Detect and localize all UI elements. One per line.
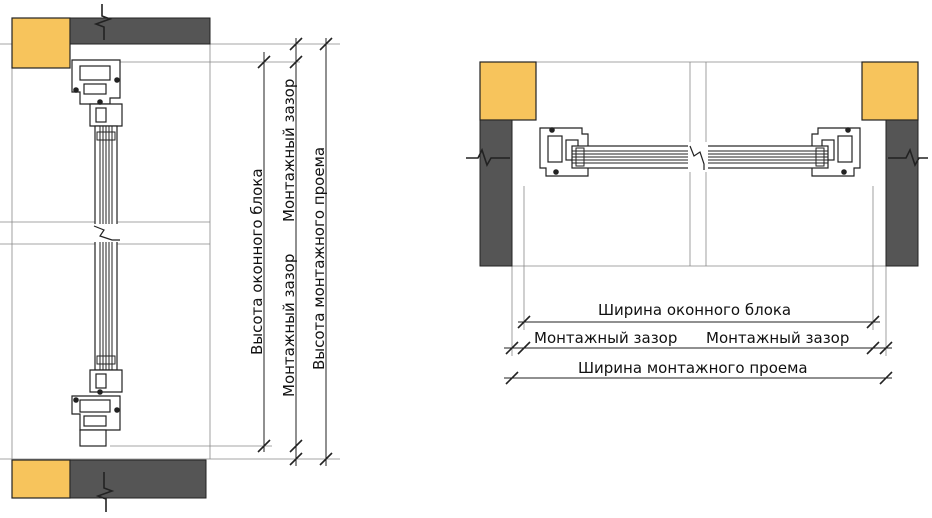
spacer-left [575, 147, 585, 167]
dimension-tick-icon [257, 55, 271, 69]
dimension-tick-icon [289, 37, 303, 51]
dimension-tick-icon [505, 371, 519, 385]
top-frame-chamber-2 [83, 83, 107, 95]
dimension-tick-icon [866, 341, 880, 355]
dimension-tick-icon [289, 452, 303, 466]
dimension-tick-icon [289, 439, 303, 453]
glazing-break-gap [688, 142, 708, 172]
spacer-bottom [96, 355, 116, 365]
spacer-top [96, 131, 116, 141]
vertical-dimensions [257, 37, 333, 466]
glazing-break-gap [90, 224, 124, 242]
sill-support-profile [79, 429, 107, 447]
vertical-guide-lines [0, 43, 340, 460]
bottom-frame-chamber-1 [79, 399, 111, 413]
seal-dot [553, 169, 559, 175]
top-insulation [11, 17, 71, 69]
seal-dot [73, 397, 79, 403]
vertical-glazing-unit [94, 125, 118, 371]
spacer-right [815, 147, 825, 167]
dimension-tick-icon [879, 341, 893, 355]
bottom-sash-chamber [95, 373, 107, 389]
dimension-tick-icon [289, 55, 303, 69]
zigzag-break-icon [95, 472, 115, 512]
zigzag-break-icon [93, 225, 120, 241]
left-insulation [479, 61, 537, 121]
bottom-frame-profile [71, 369, 123, 447]
label-gap-bottom: Монтажный зазор [280, 254, 298, 397]
label-gap-top: Монтажный зазор [280, 79, 298, 222]
seal-dot [114, 77, 120, 83]
left-wall-masonry [479, 119, 513, 267]
dimension-tick-icon [517, 341, 531, 355]
dimension-tick-icon [866, 315, 880, 329]
bottom-wall [11, 459, 207, 499]
bottom-insulation [11, 459, 71, 499]
dimension-tick-icon [517, 315, 531, 329]
seal-dot [97, 389, 103, 395]
bottom-frame-chamber-2 [83, 415, 107, 427]
top-sash-chamber [95, 107, 107, 123]
zigzag-break-icon [466, 147, 510, 167]
left-frame-chamber-1 [547, 135, 563, 163]
label-block-width: Ширина оконного блока [598, 301, 791, 319]
zigzag-break-icon [888, 147, 928, 167]
seal-dot [845, 127, 851, 133]
label-gap-right: Монтажный зазор [706, 329, 849, 347]
dimension-tick-icon [505, 341, 519, 355]
label-opening-width: Ширина монтажного проема [578, 359, 808, 377]
top-frame-profile [71, 59, 123, 127]
top-wall-masonry [69, 17, 211, 45]
bottom-wall-masonry [69, 459, 207, 499]
top-wall [11, 17, 211, 69]
right-insulation [861, 61, 919, 121]
left-wall [479, 61, 537, 267]
right-frame-chamber-1 [837, 135, 853, 163]
label-gap-left: Монтажный зазор [534, 329, 677, 347]
vertical-section: Высота оконного блока Монтажный зазор Мо… [0, 4, 340, 512]
dimension-tick-icon [257, 439, 271, 453]
zigzag-break-icon [93, 4, 113, 40]
dimension-tick-icon [319, 452, 333, 466]
seal-dot [114, 407, 120, 413]
zigzag-break-icon [689, 145, 705, 170]
right-wall [861, 61, 919, 267]
horizontal-section: Ширина оконного блока Монтажный зазор Мо… [466, 61, 928, 385]
seal-dot [73, 87, 79, 93]
label-block-height: Высота оконного блока [248, 168, 266, 355]
seal-dot [549, 127, 555, 133]
dimension-tick-icon [879, 371, 893, 385]
top-frame-chamber-1 [79, 65, 111, 81]
seal-dot [97, 99, 103, 105]
label-opening-height: Высота монтажного проема [310, 147, 328, 370]
dimension-tick-icon [319, 37, 333, 51]
right-wall-masonry [885, 119, 919, 267]
horizontal-dimensions [504, 315, 893, 385]
seal-dot [841, 169, 847, 175]
